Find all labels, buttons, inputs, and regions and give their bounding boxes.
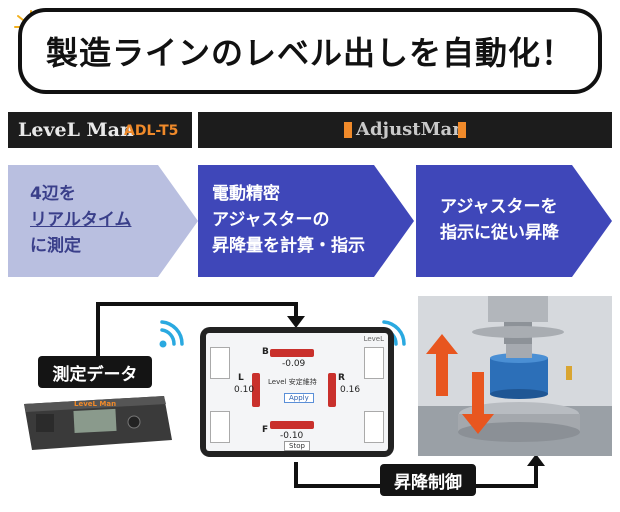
up-down-arrows-icon: [426, 334, 494, 434]
adjustman-bracket-right-icon: [458, 122, 466, 138]
l-indicator: [252, 373, 260, 407]
b-label: B: [262, 347, 269, 357]
step-calculate: 電動精密 アジャスターの 昇降量を計算・指示: [198, 165, 414, 277]
r-value: 0.16: [340, 385, 361, 395]
b-indicator: [270, 349, 314, 357]
measure-data-label: 測定データ: [38, 356, 152, 388]
step2-line2: アジャスターの: [212, 210, 330, 230]
lift-control-label: 昇降制御: [380, 464, 476, 496]
tablet: LeveL B -0.09 L 0.10 R 0.16 Level 安定維持 A…: [200, 327, 394, 457]
r-label: R: [338, 373, 345, 383]
f-indicator: [270, 421, 314, 429]
f-value: -0.10: [280, 431, 304, 441]
adjuster-machine-photo: [418, 296, 612, 456]
device-brand: LeveL Man: [74, 400, 117, 408]
b-value: -0.09: [282, 359, 306, 369]
l-value: 0.10: [234, 385, 255, 395]
level-status: Level 安定維持: [268, 378, 317, 386]
title-banner: 製造ラインのレベル出しを自動化！: [18, 8, 602, 94]
f-label: F: [262, 425, 269, 435]
step3-line2: 指示に従い昇降: [440, 223, 559, 243]
step1-line3: に測定: [30, 236, 81, 256]
l-label: L: [238, 373, 244, 383]
tablet-screen: LeveL B -0.09 L 0.10 R 0.16 Level 安定維持 A…: [206, 333, 388, 451]
left-bottom-panel: [210, 411, 230, 443]
levelman-brand-bar: LeveL Man ADL-T5: [8, 112, 192, 148]
stop-button[interactable]: Stop: [284, 441, 310, 451]
levelman-model: ADL-T5: [124, 123, 179, 139]
step1-line2: リアルタイム: [30, 210, 132, 230]
step3-line1: アジャスターを: [440, 197, 558, 217]
right-bottom-panel: [364, 411, 384, 443]
step-lift: アジャスターを 指示に従い昇降: [416, 165, 612, 277]
adjustman-brand-bar: AdjustMan: [198, 112, 612, 148]
step-measure: 4辺を リアルタイム に測定: [8, 165, 198, 277]
screen-header: LeveL: [363, 335, 384, 343]
page-title: 製造ラインのレベル出しを自動化！: [45, 34, 574, 72]
adjustman-logo: AdjustMan: [356, 119, 466, 140]
step1-line1: 4辺を: [30, 184, 76, 204]
right-top-panel: [364, 347, 384, 379]
left-top-panel: [210, 347, 230, 379]
adjustman-bracket-left-icon: [344, 122, 352, 138]
levelman-logo: LeveL Man: [18, 119, 134, 141]
step2-line3: 昇降量を計算・指示: [212, 236, 365, 256]
wifi-icon: [159, 320, 184, 348]
r-indicator: [328, 373, 336, 407]
step2-line1: 電動精密: [212, 184, 280, 204]
apply-tag[interactable]: Apply: [284, 393, 314, 403]
levelman-device: LeveL Man: [14, 394, 174, 452]
